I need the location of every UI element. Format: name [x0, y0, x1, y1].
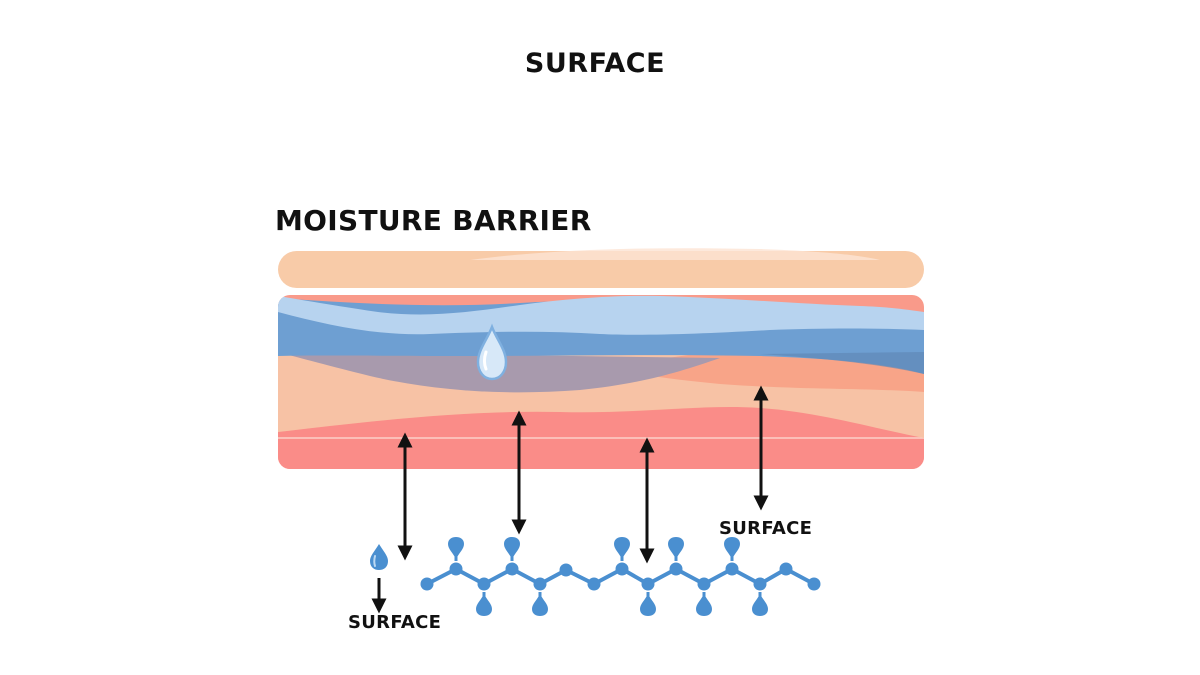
molecule-node [779, 562, 793, 576]
molecule-drop-icon [696, 594, 712, 616]
surface-label-left: SURFACE [348, 612, 442, 633]
molecule-drop-icon [448, 537, 464, 559]
molecule-node [641, 577, 655, 591]
molecule-node [615, 562, 629, 576]
molecule-node [697, 577, 711, 591]
molecule-node [753, 577, 767, 591]
molecule-node [669, 562, 683, 576]
molecule-drop-icon [752, 594, 768, 616]
molecule-drop-icon [668, 537, 684, 559]
molecule-drop-icon [614, 537, 630, 559]
molecule-node [559, 563, 573, 577]
molecule-chain-icon [420, 537, 821, 616]
molecule-node [505, 562, 519, 576]
molecule-drop-icon [504, 537, 520, 559]
molecule-drop-icon [476, 594, 492, 616]
moisture-barrier-title: MOISTURE BARRIER [275, 204, 592, 237]
molecule-node [533, 577, 547, 591]
molecule-node [449, 562, 463, 576]
molecule-drop-icon [532, 594, 548, 616]
molecule-node [807, 577, 821, 591]
molecule-node [420, 577, 434, 591]
molecule-node [587, 577, 601, 591]
page-title: SURFACE [524, 48, 666, 79]
surface-label-right: SURFACE [719, 518, 813, 539]
small-drop-icon [370, 544, 388, 570]
layer-stack [278, 295, 924, 469]
molecule-drop-icon [640, 594, 656, 616]
molecule-node [477, 577, 491, 591]
double-arrows [371, 385, 769, 614]
molecule-node [725, 562, 739, 576]
top-skin-band [278, 248, 924, 288]
molecule-drop-icon [724, 537, 740, 559]
